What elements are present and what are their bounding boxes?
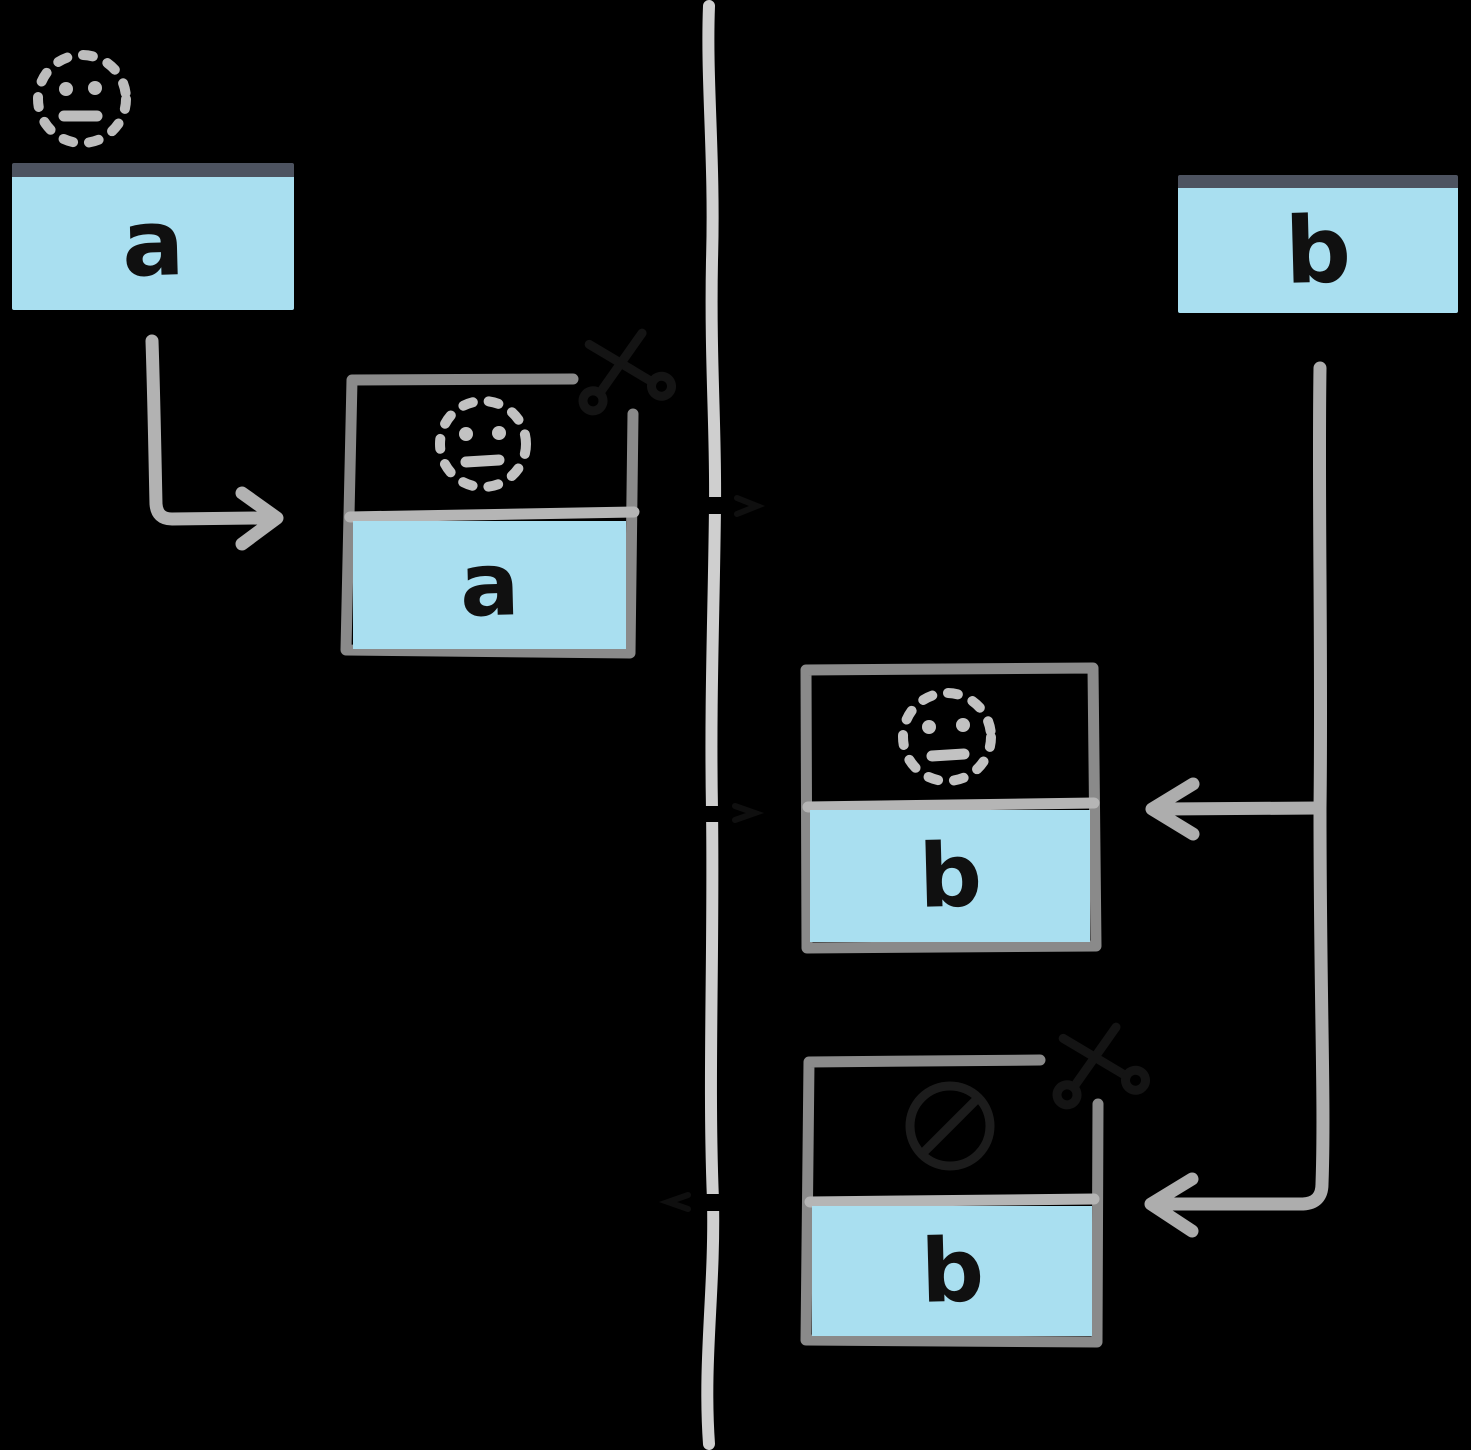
file-b-box: b	[1178, 175, 1458, 313]
snapshot-a-label: a	[458, 532, 521, 637]
arrow-b-vertical	[1155, 361, 1330, 1211]
dotted-circle-face-icon	[33, 50, 131, 148]
snapshot-b2-divider	[804, 1193, 1100, 1208]
file-a-box: a	[12, 163, 294, 310]
snapshot-a-fill: a	[353, 521, 626, 649]
snapshot-b1-outline	[800, 662, 1102, 954]
snapshot-b1-label: b	[917, 823, 983, 928]
snapshot-b2-label: b	[919, 1218, 985, 1323]
timeline-line	[701, 0, 722, 1450]
arrow-a-to-snapshot	[145, 334, 284, 551]
snapshot-b2-fill: b	[812, 1206, 1092, 1336]
dotted-circle-face-icon	[898, 688, 996, 786]
snapshot-a-divider	[344, 506, 640, 523]
hidden-cross-mark	[732, 803, 765, 823]
hidden-cross-mark	[734, 495, 766, 517]
hidden-cross-mark	[658, 1192, 691, 1212]
file-b-label: b	[1283, 195, 1353, 305]
timeline-gap	[690, 806, 736, 822]
snapshot-b1-divider	[802, 797, 1100, 813]
scissors-icon	[1052, 1022, 1150, 1110]
scissors-icon	[578, 328, 676, 416]
timeline-gap	[690, 497, 736, 514]
snapshot-b2-outline	[800, 1054, 1104, 1348]
arrow-b-connector	[1144, 361, 1330, 1238]
arrow-b-to-snapshot-1	[1158, 801, 1325, 816]
arrow-b-to-snapshot-2-head	[1144, 1172, 1199, 1238]
crossed-circle-icon	[905, 1081, 995, 1171]
dotted-circle-face-icon	[435, 396, 531, 492]
arrow-b-to-snapshot-1-head	[1145, 777, 1200, 841]
snapshot-a-outline	[340, 373, 639, 659]
file-a-label: a	[120, 188, 186, 298]
timeline-gap	[690, 1194, 736, 1211]
snapshot-b1-fill: b	[810, 810, 1090, 942]
